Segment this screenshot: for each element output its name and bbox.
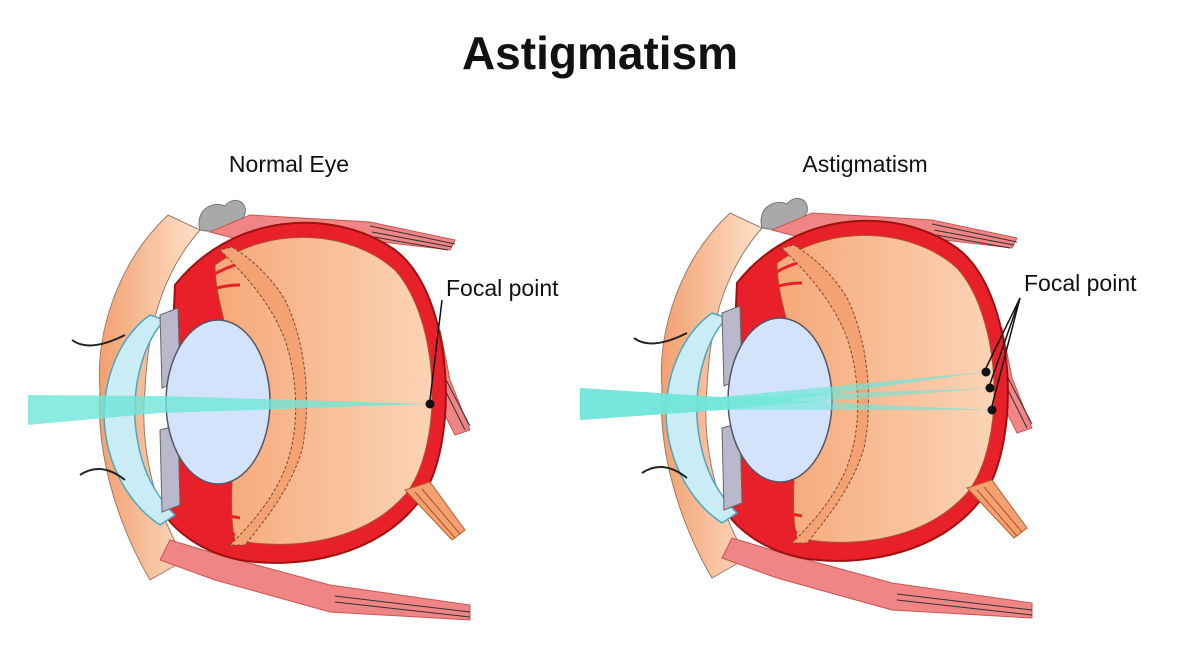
focal-point-dot	[987, 405, 997, 415]
focal-point-pointer	[429, 299, 443, 401]
diagram-title: Astigmatism	[461, 27, 739, 79]
focal-point-label-astigmatism: Focal point	[1024, 270, 1137, 296]
panel-title-normal-eye: Normal Eye	[228, 151, 350, 177]
light-beam-normal	[28, 395, 430, 425]
focal-point-pointers	[985, 297, 1021, 407]
panel-title-astigmatism: Astigmatism	[802, 151, 928, 177]
focal-point-dot	[981, 367, 991, 377]
focal-point-label-normal: Focal point	[446, 275, 559, 301]
focal-point-dot	[425, 399, 435, 409]
focal-point-dot	[985, 383, 995, 393]
normal-eye-illustration	[28, 198, 472, 622]
light-beam-astig-3	[580, 388, 992, 420]
astigmatism-eye-illustration	[580, 196, 1034, 620]
